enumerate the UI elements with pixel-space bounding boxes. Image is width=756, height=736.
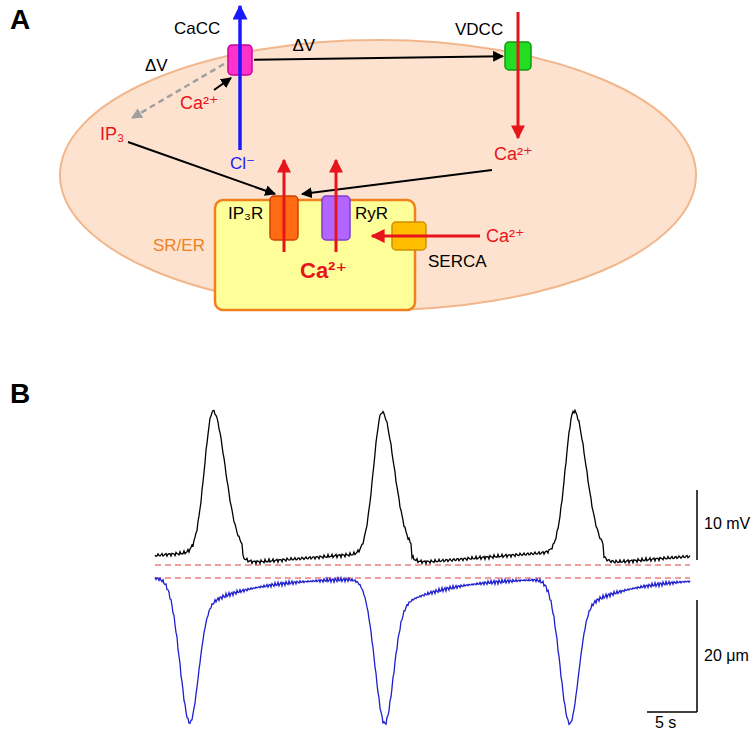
membrane-potential-trace (155, 410, 690, 564)
node-label: VDCC (455, 20, 503, 40)
channel-box: IP₃R (270, 196, 298, 240)
node-shapes (215, 42, 531, 310)
scale-label: 10 mV (704, 515, 750, 533)
scale-bar (647, 711, 697, 713)
panel-letter: A (10, 4, 30, 36)
node-label: SERCA (428, 252, 487, 272)
organelle-box-shape (215, 200, 415, 310)
ion-label: Cl⁻ (230, 154, 255, 174)
ion-label: Ca²⁺ (494, 144, 533, 165)
calcium-release-arrow (335, 160, 338, 252)
organelle-box: SR/ERCa²⁺IP₃RRyRSERCA (215, 200, 415, 310)
channel-box: RyR (322, 196, 350, 240)
traces (155, 490, 697, 712)
traces (155, 410, 690, 724)
scale-bar (696, 600, 698, 712)
messenger-label: IP₃ (100, 124, 124, 145)
scale-bar (696, 490, 698, 560)
arrows (128, 6, 518, 252)
node-label: CaCC (174, 19, 220, 39)
calcium-uptake-arrow (372, 235, 480, 238)
node-label: IP₃R (228, 204, 263, 224)
chloride-flux-arrow (238, 6, 242, 150)
baseline-dashed (155, 564, 690, 565)
ion-label: Ca²⁺ (300, 258, 347, 283)
signal-label: ΔV (292, 36, 315, 56)
activation-arrow (302, 170, 492, 194)
baseline-dashed (155, 577, 690, 578)
activation-arrow (214, 78, 231, 90)
signal-label: ΔV (145, 56, 168, 76)
calcium-influx-arrow (517, 12, 520, 138)
channel-box: VDCC (505, 42, 531, 70)
ion-label: Ca²⁺ (180, 93, 219, 114)
cell-outline (60, 40, 696, 310)
ion-label: Ca²⁺ (486, 226, 525, 247)
activation-arrow (128, 142, 275, 194)
activation-arrow (254, 56, 503, 60)
scale-label: 5 s (655, 714, 676, 732)
node-label: SR/ER (153, 236, 205, 256)
pump-box: SERCA (392, 222, 426, 250)
panel-letter: B (10, 378, 30, 410)
channel-box: CaCC (228, 45, 252, 75)
calcium-release-arrow (283, 160, 286, 252)
scale-label: 20 μm (704, 647, 749, 665)
node-label: RyR (355, 204, 388, 224)
connectors (254, 56, 503, 60)
diameter-trace (155, 577, 690, 724)
